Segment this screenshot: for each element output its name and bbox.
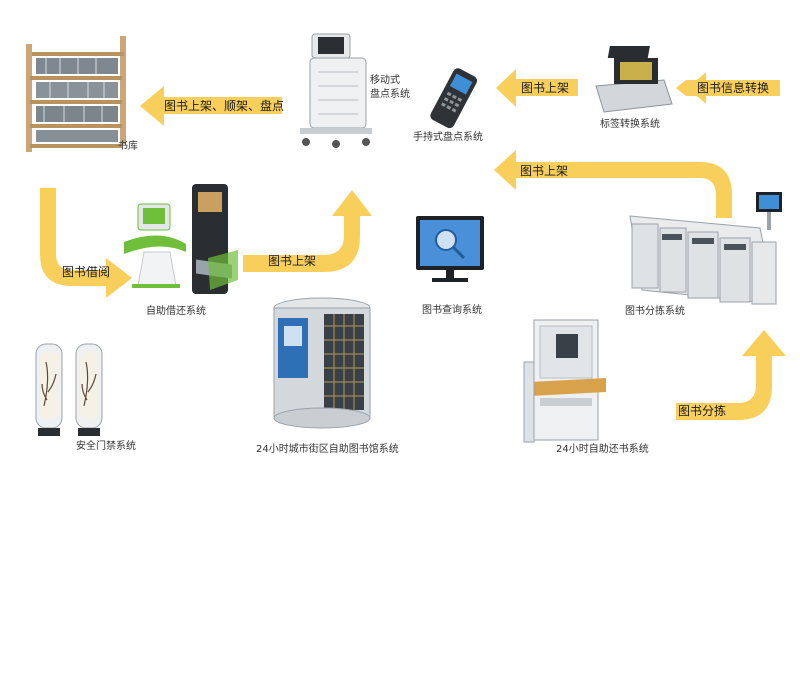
arrow-label-shelve-1: 图书上架	[521, 81, 570, 95]
arrow-shelve-2	[243, 215, 360, 272]
label-tag-conversion: 标签转换系统	[600, 119, 660, 130]
arrow-label-shelve-order: 图书上架、顺架、盘点	[164, 99, 285, 113]
label-mobile-inventory-line1: 移动式	[370, 75, 400, 86]
sorting-system-graphic	[629, 192, 782, 305]
label-sorting-system: 图书分拣系统	[625, 306, 685, 317]
arrow-label-shelve-2: 图书上架	[268, 254, 317, 268]
arrow-shelve-3	[512, 162, 732, 218]
arrow-label-sorting: 图书分拣	[678, 404, 727, 418]
label-return-system: 24小时自助还书系统	[556, 444, 649, 455]
book-query-monitor-graphic	[416, 216, 484, 282]
arrow-borrow	[40, 188, 108, 286]
handheld-reader-graphic	[430, 68, 478, 129]
arrow-shelve-1	[512, 79, 578, 96]
bookshelf-graphic	[26, 36, 126, 152]
label-mobile-inventory-line2: 盘点系统	[370, 89, 410, 100]
arrow-label-shelve-3: 图书上架	[520, 164, 569, 178]
street-library-graphic	[273, 297, 371, 429]
label-self-service: 自助借还系统	[146, 306, 206, 317]
arrow-sorting	[676, 355, 772, 420]
arrow-shelve-order	[162, 97, 282, 114]
label-security-gate: 安全门禁系统	[76, 441, 136, 452]
label-book-query: 图书查询系统	[422, 305, 482, 316]
label-handheld-inventory: 手持式盘点系统	[413, 132, 483, 143]
return-system-graphic	[523, 319, 606, 443]
security-gates-graphic	[35, 343, 103, 436]
arrow-label-info-convert: 图书信息转换	[697, 81, 770, 95]
label-book-storage: 书库	[118, 141, 138, 152]
arrow-label-borrow: 图书借阅	[62, 265, 111, 279]
label-street-library: 24小时城市街区自助图书馆系统	[256, 444, 399, 455]
flow-arrows	[40, 69, 786, 420]
self-service-kiosks-graphic	[124, 184, 238, 294]
tag-conversion-graphic	[595, 46, 673, 113]
mobile-inventory-cart-graphic	[300, 33, 372, 148]
